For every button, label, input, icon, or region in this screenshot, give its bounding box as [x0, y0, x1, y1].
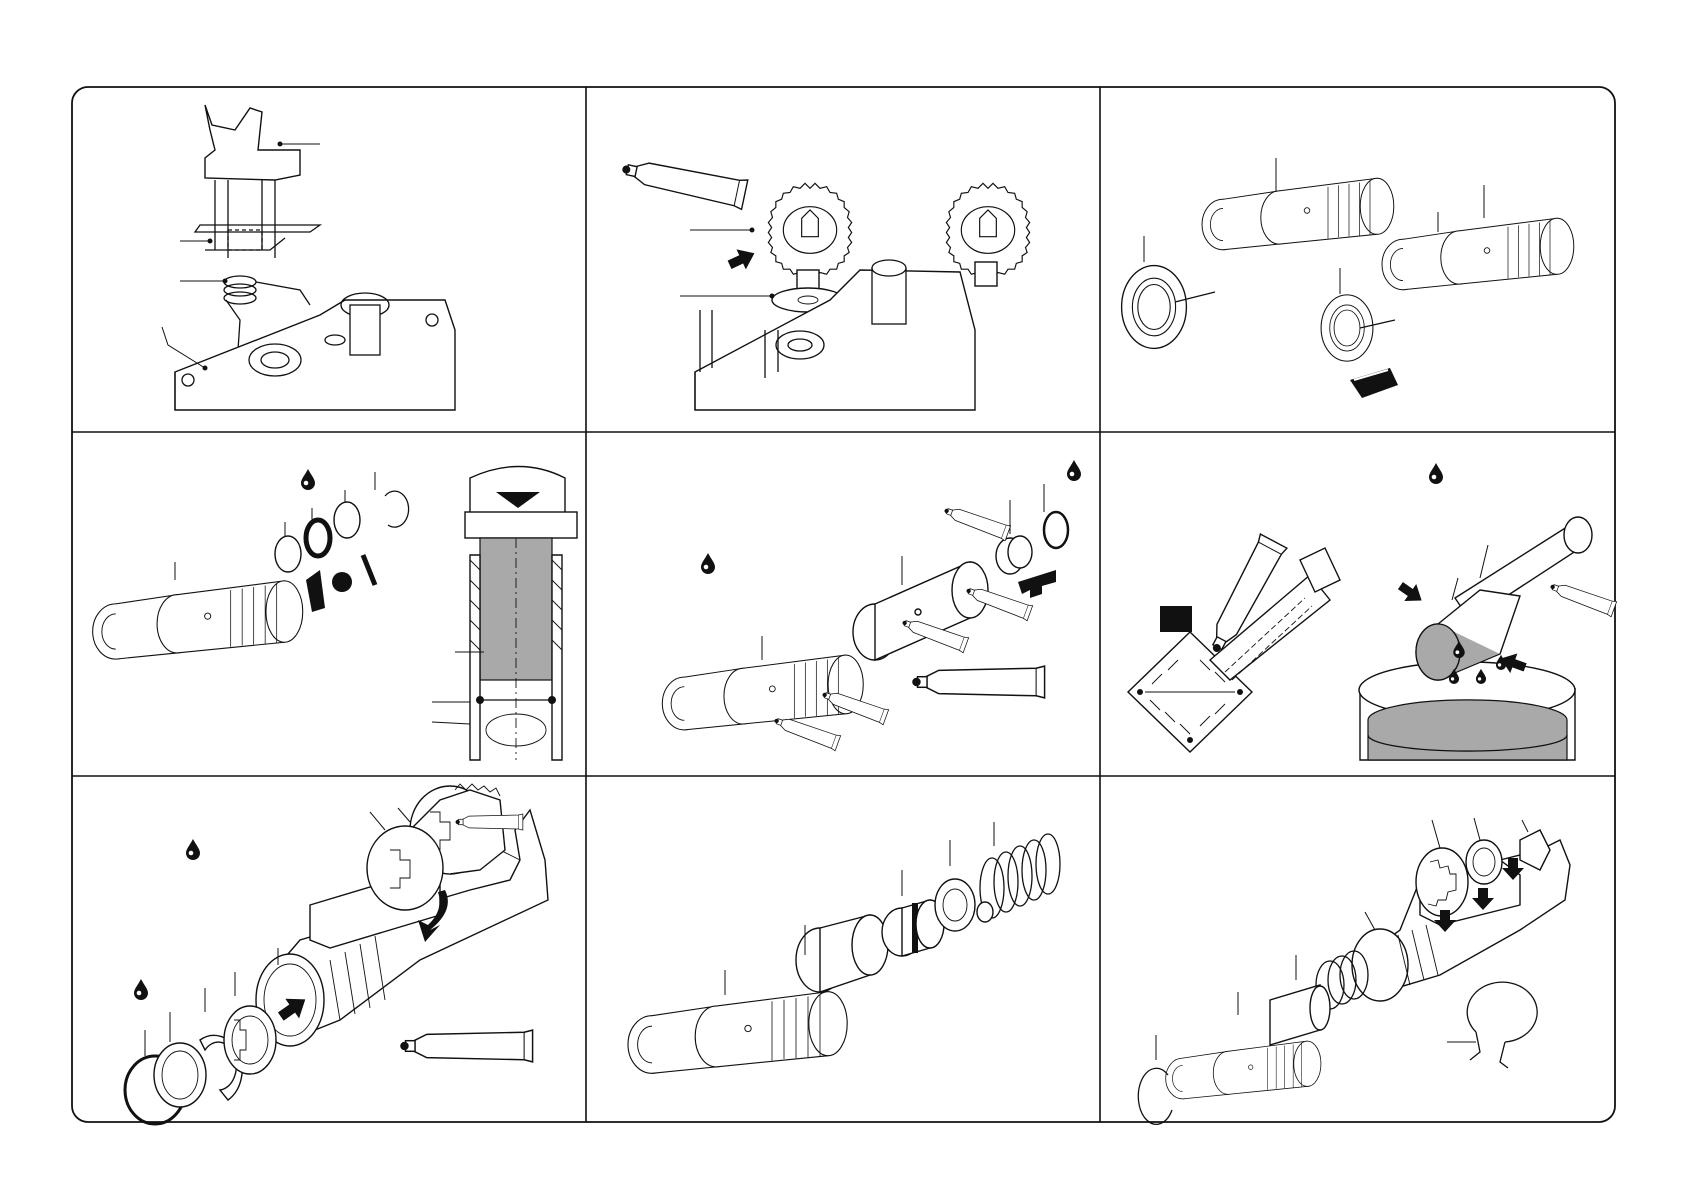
- grease-tube-icon: [400, 1030, 532, 1062]
- clutch-plate-toothed: [1416, 848, 1468, 916]
- spindle-right: [1382, 218, 1574, 289]
- clamp-tool-icon: [1018, 570, 1056, 598]
- ball-icon: [332, 572, 352, 592]
- return-spring: [980, 834, 1060, 918]
- grease-tube-icon: [1548, 579, 1617, 617]
- oil-drop-icon: [1496, 655, 1506, 670]
- spindle: [93, 581, 303, 659]
- intermediate-sleeve: [796, 915, 888, 992]
- pin-tool-icon: [363, 555, 375, 585]
- grease-tube-icon: [942, 503, 1011, 541]
- ball-bearing: [1122, 266, 1187, 349]
- instruction-box-icon: [1160, 606, 1192, 632]
- o-ring: [306, 520, 330, 556]
- spring-washer: [935, 879, 975, 931]
- bearing-small: [1321, 295, 1373, 361]
- bearing-ring: [1466, 840, 1502, 884]
- spindle: [1166, 1041, 1321, 1099]
- oil-drop-icon: [1067, 460, 1081, 481]
- panel-a3-bearing-spindle: [1122, 158, 1574, 398]
- backup-ring: [334, 502, 360, 538]
- panel-b3-piston-oil-bath: [1128, 463, 1617, 760]
- press-cross-section: [465, 467, 577, 761]
- oil-drop-icon: [301, 469, 315, 490]
- clutch-ring: [224, 1006, 276, 1074]
- grease-tube-icon: [619, 154, 748, 209]
- panel-a2-gear-washer: [619, 154, 1029, 410]
- gear-shaft-alt: [975, 262, 997, 286]
- spindle-left: [1202, 178, 1394, 249]
- panel-c2-spindle-spring: [628, 822, 1060, 1073]
- oil-drop-icon: [134, 979, 148, 1000]
- piston-with-rod: [1416, 517, 1592, 680]
- o-ring: [1044, 512, 1068, 548]
- grease-tube-icon: [912, 666, 1044, 698]
- panel-b2-spindle-lube: [662, 460, 1081, 751]
- wedge-tool-icon: [306, 570, 325, 612]
- gear-housing: [695, 270, 975, 410]
- drive-gear: [768, 183, 851, 276]
- oil-drop-icon: [701, 553, 715, 574]
- press-arrow-icon: [725, 243, 759, 275]
- retaining-circlip: [1467, 982, 1537, 1068]
- panel-c1-clutch-assembly: [125, 784, 548, 1124]
- shift-fork-bracket: [205, 105, 300, 180]
- spindle: [662, 655, 863, 730]
- panel-a1-shift-fork: [162, 105, 455, 410]
- circlip: [385, 491, 409, 527]
- oil-drop-icon: [1429, 463, 1443, 484]
- oil-bath: [1359, 662, 1575, 760]
- spindle-stack: [1270, 951, 1368, 1045]
- press-tool-icon: [1350, 368, 1398, 398]
- seal-washer: [275, 536, 301, 572]
- spindle: [628, 992, 847, 1074]
- panel-c3-final-assembly: [1138, 818, 1570, 1124]
- connecting-rod-section: [1128, 548, 1340, 752]
- panel-b1-seal-rings: [93, 467, 577, 761]
- gear-housing: [175, 300, 455, 410]
- sleeve-and-piston: [853, 562, 988, 660]
- press-arrow-icon: [1394, 577, 1427, 609]
- oil-drop-icon: [186, 839, 200, 860]
